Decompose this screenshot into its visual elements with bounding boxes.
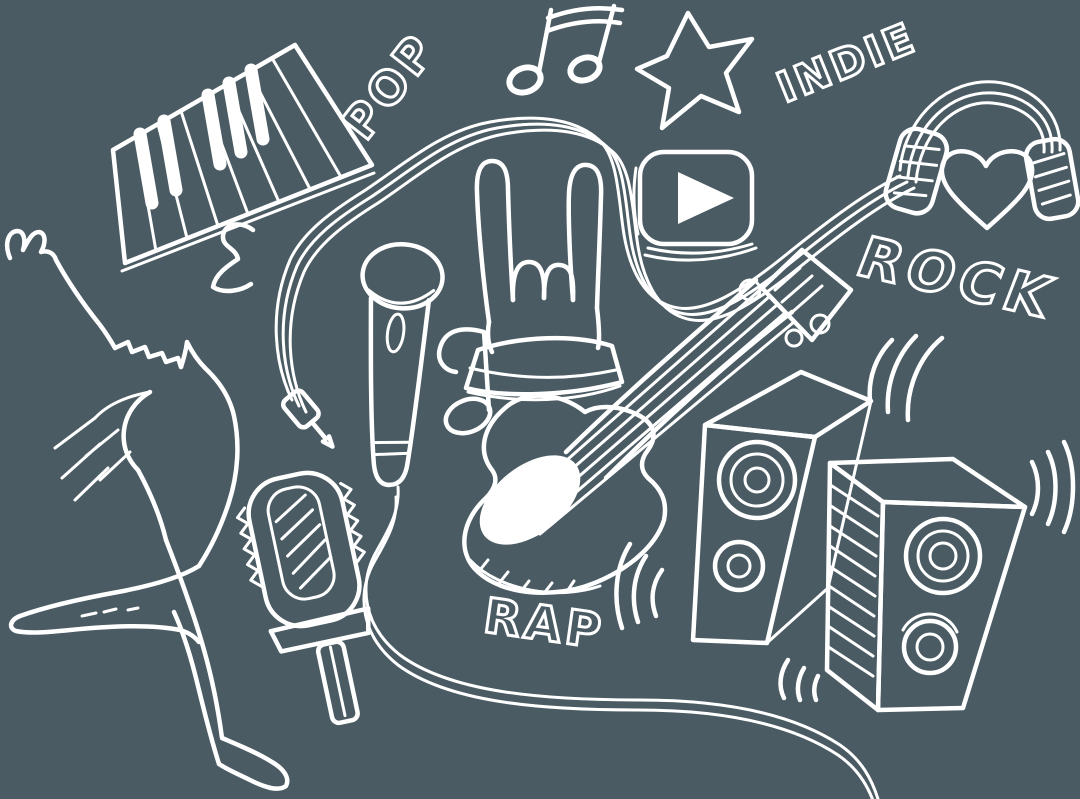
dancer-silhouette (4, 228, 290, 791)
sound-waves-icon (614, 333, 1076, 703)
jack-plug-icon (281, 388, 335, 449)
vintage-microphone-icon (235, 470, 371, 726)
piano-keyboard-icon (110, 42, 376, 273)
music-note-icon (436, 327, 493, 436)
play-button-icon (632, 149, 758, 262)
rock-hand-icon (463, 158, 625, 402)
microphone-icon (360, 242, 445, 488)
speaker-right-icon (824, 456, 1028, 713)
star-icon (634, 10, 755, 131)
treble-squiggle-icon (210, 222, 256, 294)
microphone-cable (362, 485, 880, 799)
guitar-icon (462, 247, 854, 595)
beamed-music-note-icon (506, 3, 625, 96)
headphones-heart-icon (883, 80, 1080, 231)
